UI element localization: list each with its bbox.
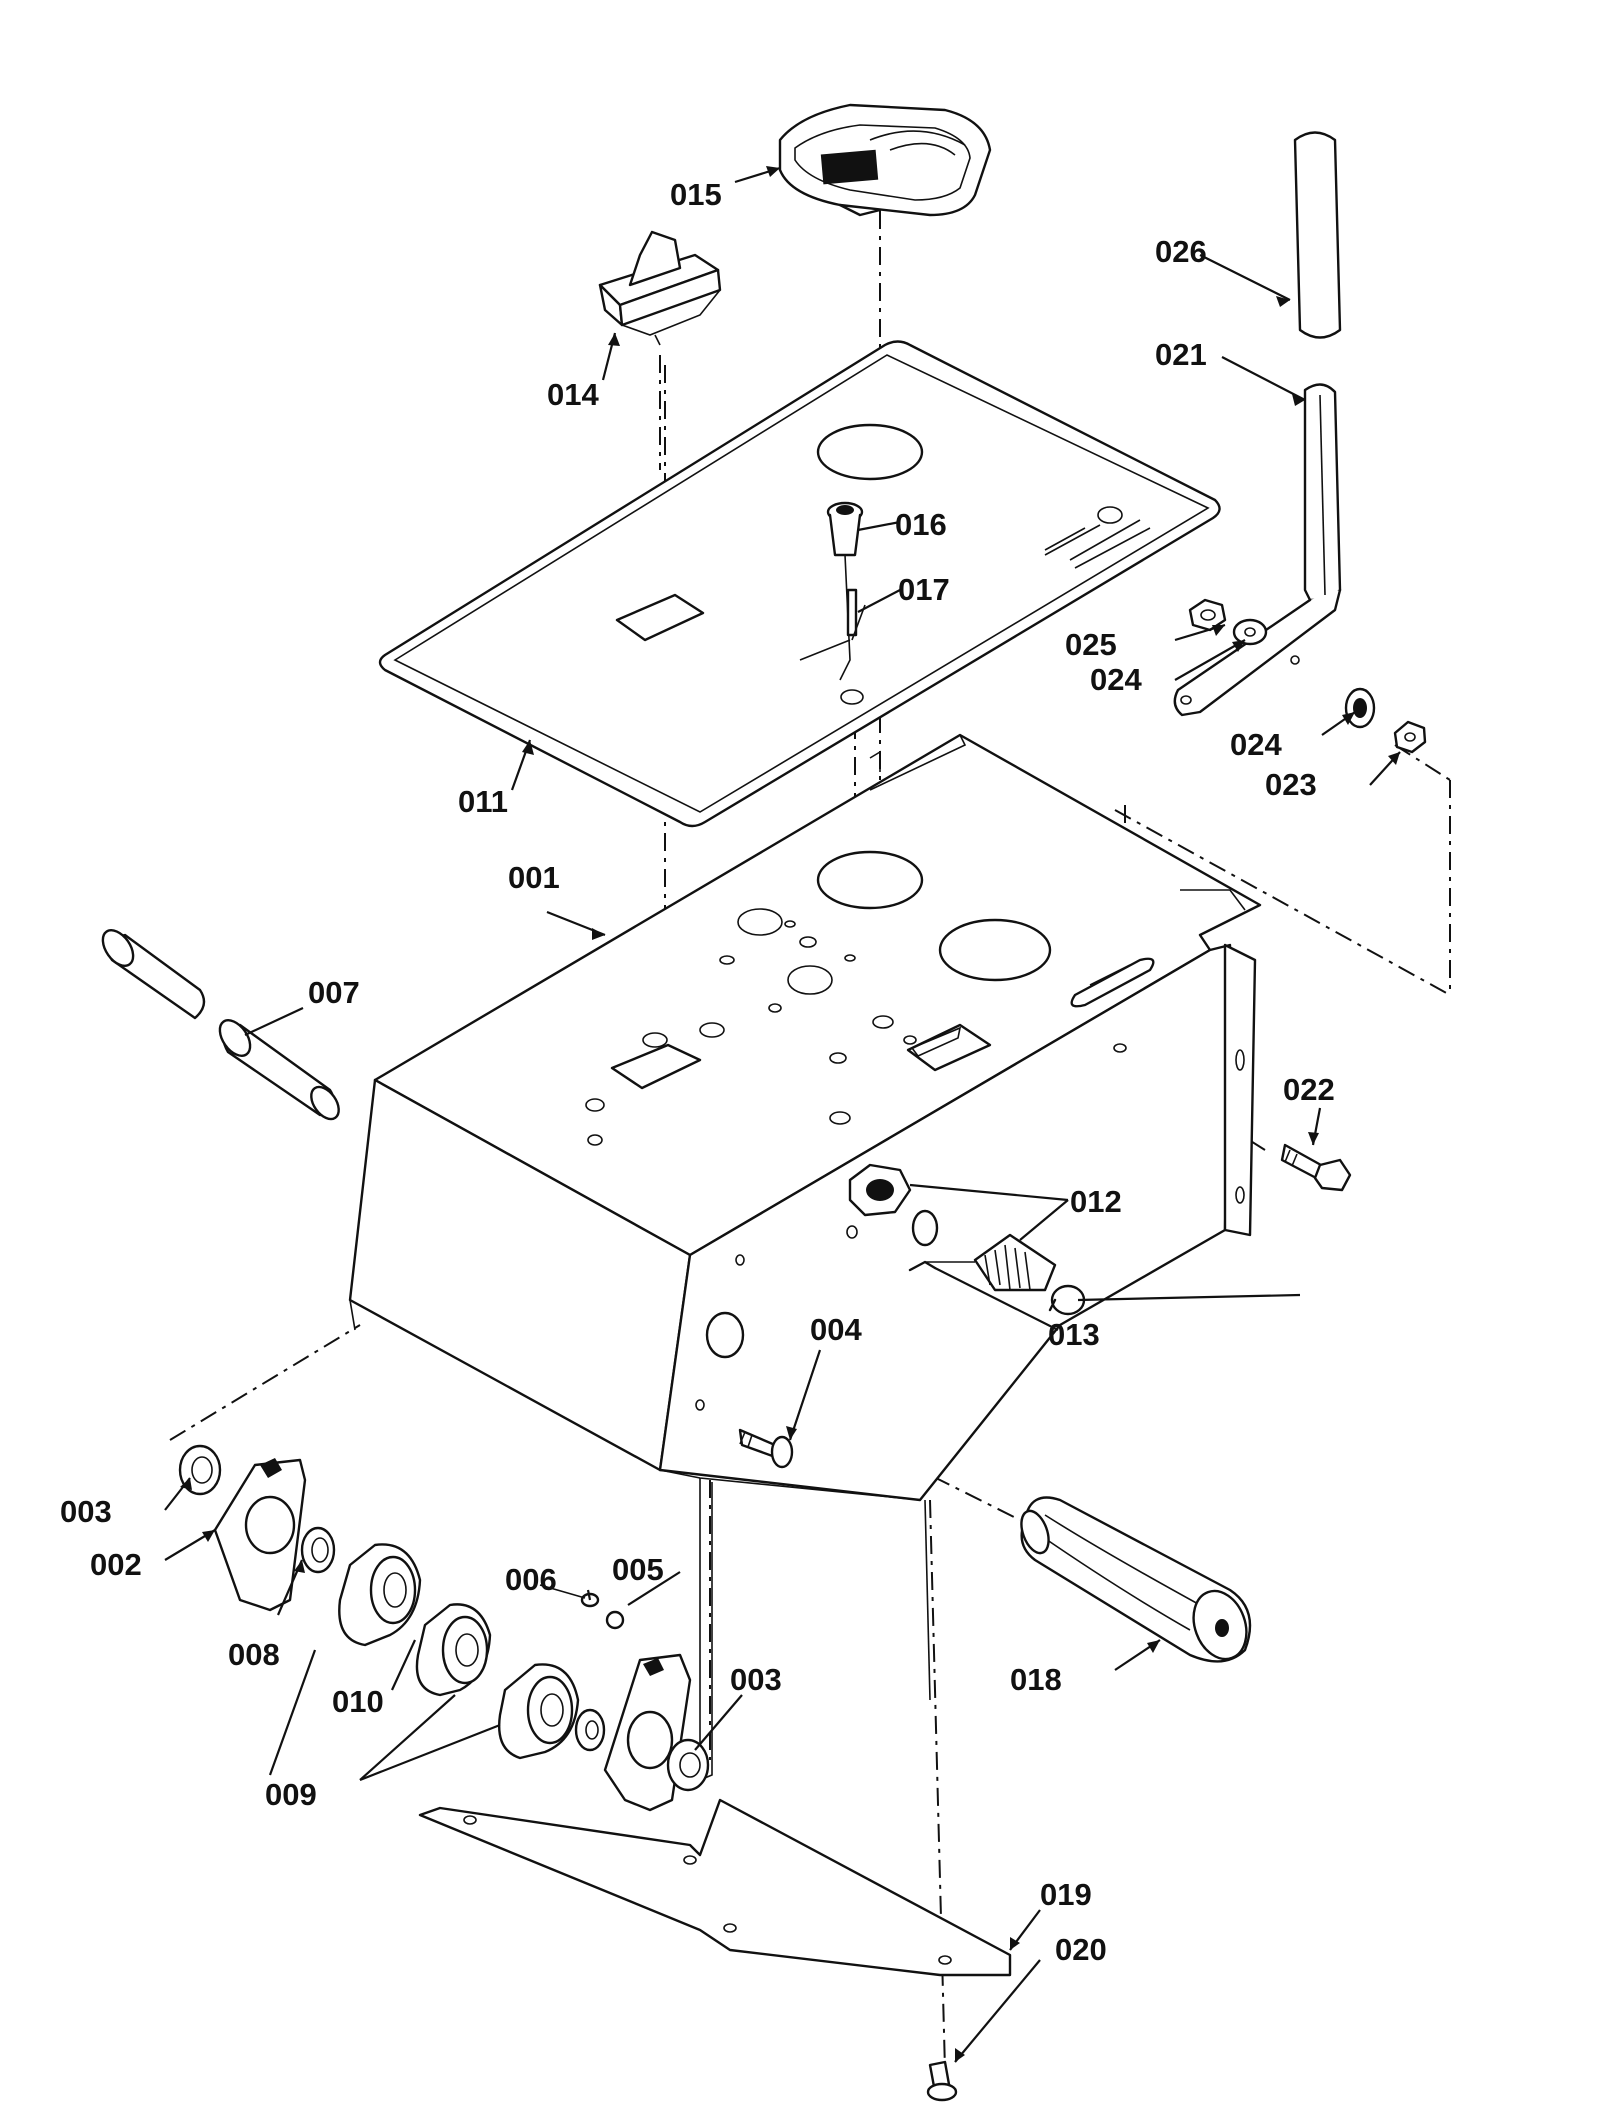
label-022: 022 — [1283, 1072, 1335, 1107]
handle-grip — [1020, 1496, 1252, 1663]
indicator-lamp — [799, 501, 866, 681]
label-023: 023 — [1265, 767, 1317, 802]
label-004: 004 — [810, 1312, 862, 1347]
label-010: 010 — [332, 1684, 384, 1719]
label-016: 016 — [895, 507, 947, 542]
top-cover-panel — [378, 340, 1221, 828]
bolt-022 — [1280, 1143, 1352, 1192]
label-025: 025 — [1065, 627, 1117, 662]
label-013: 013 — [1048, 1317, 1100, 1352]
label-015: 015 — [670, 177, 722, 212]
label-012: 012 — [1070, 1184, 1122, 1219]
rocker-switch — [598, 230, 722, 346]
detent-spring-assembly — [848, 1163, 1086, 1316]
pin-004 — [738, 1428, 794, 1469]
nuts-washers — [1188, 598, 1427, 754]
arrow-heads — [180, 166, 1400, 2062]
label-011: 011 — [458, 784, 508, 819]
label-005: 005 — [612, 1552, 664, 1587]
label-003-left: 003 — [60, 1494, 112, 1529]
label-014: 014 — [547, 377, 599, 412]
lever-arm — [1173, 131, 1342, 717]
label-024-upper: 024 — [1090, 662, 1142, 697]
label-002: 002 — [90, 1547, 142, 1582]
label-003-right: 003 — [730, 1662, 782, 1697]
label-024-lower: 024 — [1230, 727, 1282, 762]
label-019: 019 — [1040, 1877, 1092, 1912]
label-006: 006 — [505, 1562, 557, 1597]
control-box-housing — [348, 733, 1262, 1782]
label-009: 009 — [265, 1777, 317, 1812]
label-017: 017 — [898, 572, 950, 607]
label-018: 018 — [1010, 1662, 1062, 1697]
label-026: 026 — [1155, 234, 1207, 269]
part-labels: 015 014 026 021 016 017 025 024 024 023 … — [60, 177, 1335, 1967]
label-020: 020 — [1055, 1932, 1107, 1967]
shaft-bearing-stack — [178, 1444, 710, 1812]
label-001: 001 — [508, 860, 560, 895]
bottom-plate — [418, 1798, 1012, 2102]
leader-lines — [164, 166, 1401, 2063]
gauge-module — [778, 103, 992, 217]
label-008: 008 — [228, 1637, 280, 1672]
tube-sleeves — [101, 929, 340, 1121]
label-021: 021 — [1155, 337, 1207, 372]
label-007: 007 — [308, 975, 360, 1010]
